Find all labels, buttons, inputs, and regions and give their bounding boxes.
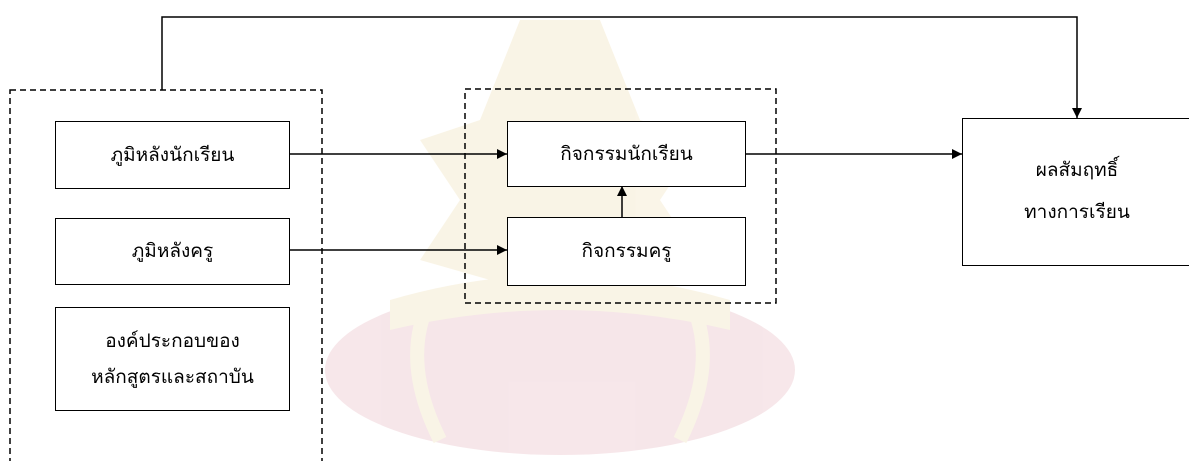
teacher-activities-label: กิจกรรมครู	[581, 240, 672, 263]
curriculum-components-label-line1: องค์ประกอบของ	[105, 329, 240, 352]
achievement-label-line2: ทางการเรียน	[1024, 201, 1130, 223]
achievement-node: ผลสัมฤทธิ์ ทางการเรียน	[962, 118, 1189, 266]
student-activities-node: กิจกรรมนักเรียน	[507, 121, 746, 187]
input-to-achievement-edge	[161, 16, 1082, 118]
input-group-dashed-border	[9, 89, 323, 461]
curriculum-components-node: องค์ประกอบของ หลักสูตรและสถาบัน	[55, 307, 290, 411]
process-group-dashed-border	[464, 88, 777, 304]
curriculum-components-label-line2: หลักสูตรและสถาบัน	[91, 366, 254, 388]
teacher-background-node: ภูมิหลังครู	[55, 218, 290, 285]
achievement-label-line1: ผลสัมฤทธิ์	[1035, 159, 1119, 182]
student-background-node: ภูมิหลังนักเรียน	[55, 121, 290, 189]
teacher-activities-node: กิจกรรมครู	[507, 217, 746, 286]
student-activities-label: กิจกรรมนักเรียน	[560, 142, 693, 165]
teacher-background-label: ภูมิหลังครู	[131, 240, 214, 263]
student-background-label: ภูมิหลังนักเรียน	[110, 143, 235, 166]
